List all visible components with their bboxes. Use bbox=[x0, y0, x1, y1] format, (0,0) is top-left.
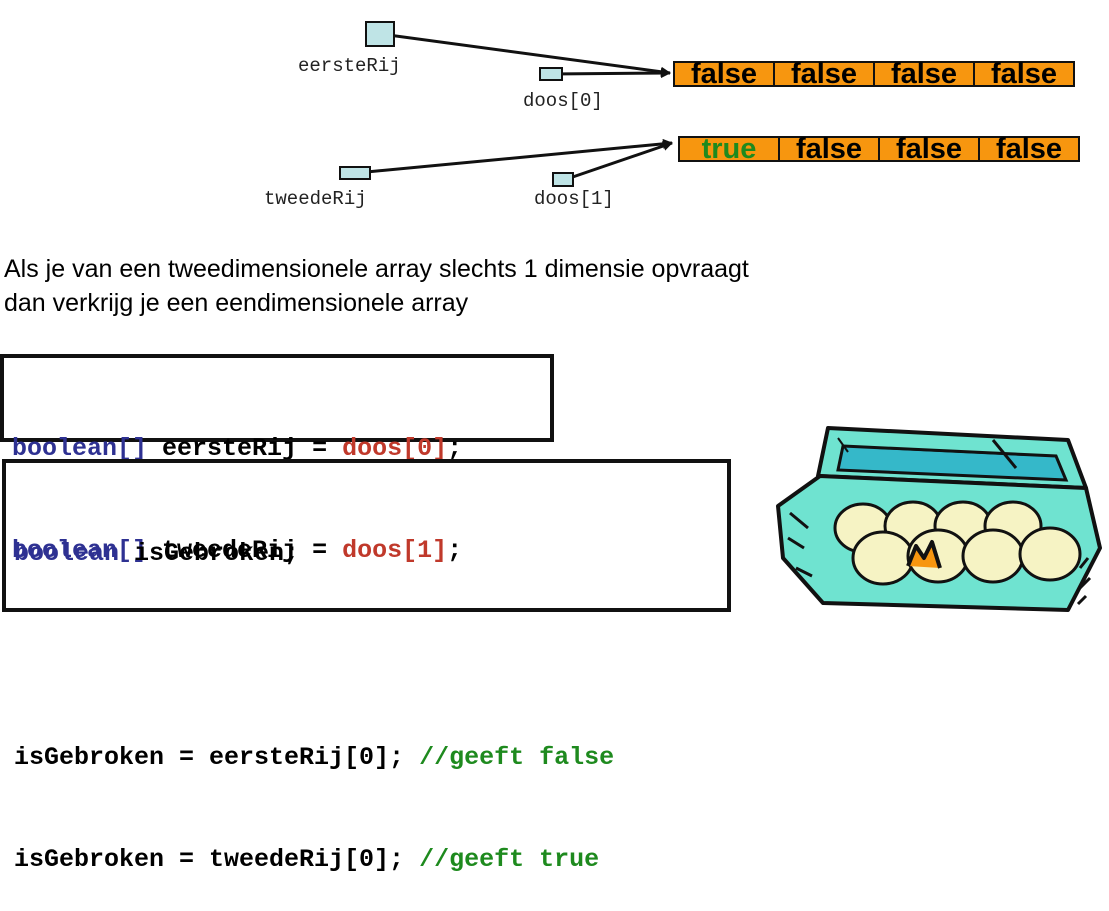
array-cell: false bbox=[990, 57, 1058, 90]
array-cell: false bbox=[775, 59, 875, 88]
label-tweedeRij: tweedeRij bbox=[264, 188, 367, 210]
array-cell: false bbox=[880, 134, 980, 163]
code-block-2: boolean isGebroken; isGebroken = eersteR… bbox=[2, 459, 731, 874]
label-doos1: doos[1] bbox=[534, 188, 614, 210]
description: Als je van een tweedimensionele array sl… bbox=[4, 252, 749, 320]
code-line: boolean[] eersteRij = doos[0]; bbox=[12, 434, 463, 463]
array-cell: false bbox=[995, 132, 1063, 165]
arrow-doos1 bbox=[560, 141, 673, 183]
ref-box-doos1 bbox=[552, 172, 574, 187]
reference-arrows bbox=[355, 32, 673, 183]
code-line: isGebroken = tweedeRij[0]; //geeft true bbox=[14, 845, 600, 874]
array-cell: false bbox=[875, 59, 975, 88]
code-blank-line bbox=[14, 639, 719, 673]
label-eersteRij: eersteRij bbox=[298, 55, 401, 77]
code-line: boolean[] tweedeRij = doos[1]; bbox=[12, 536, 463, 565]
code-line: isGebroken = eersteRij[0]; //geeft false bbox=[14, 743, 615, 772]
ref-box-tweedeRij bbox=[339, 166, 371, 180]
array-cell: true bbox=[680, 134, 780, 163]
array-cell: false bbox=[780, 134, 880, 163]
code-block-1: boolean[] eersteRij = doos[0]; boolean[]… bbox=[0, 354, 554, 565]
arrow-doos0 bbox=[550, 68, 671, 79]
description-line-2: dan verkrijg je een eendimensionele arra… bbox=[4, 289, 469, 317]
egg-carton-illustration bbox=[776, 426, 1102, 612]
array-row-0: false false false false bbox=[673, 57, 1075, 90]
code-line: boolean isGebroken; bbox=[14, 539, 300, 568]
arrow-tweedeRij bbox=[355, 138, 673, 175]
ref-box-eersteRij bbox=[365, 21, 395, 47]
array-cell: false bbox=[675, 59, 775, 88]
ref-box-doos0 bbox=[539, 67, 563, 81]
label-doos0: doos[0] bbox=[523, 90, 603, 112]
array-row-1: true false false false bbox=[678, 132, 1080, 165]
description-line-1: Als je van een tweedimensionele array sl… bbox=[4, 255, 749, 283]
arrow-eersteRij bbox=[380, 32, 671, 77]
